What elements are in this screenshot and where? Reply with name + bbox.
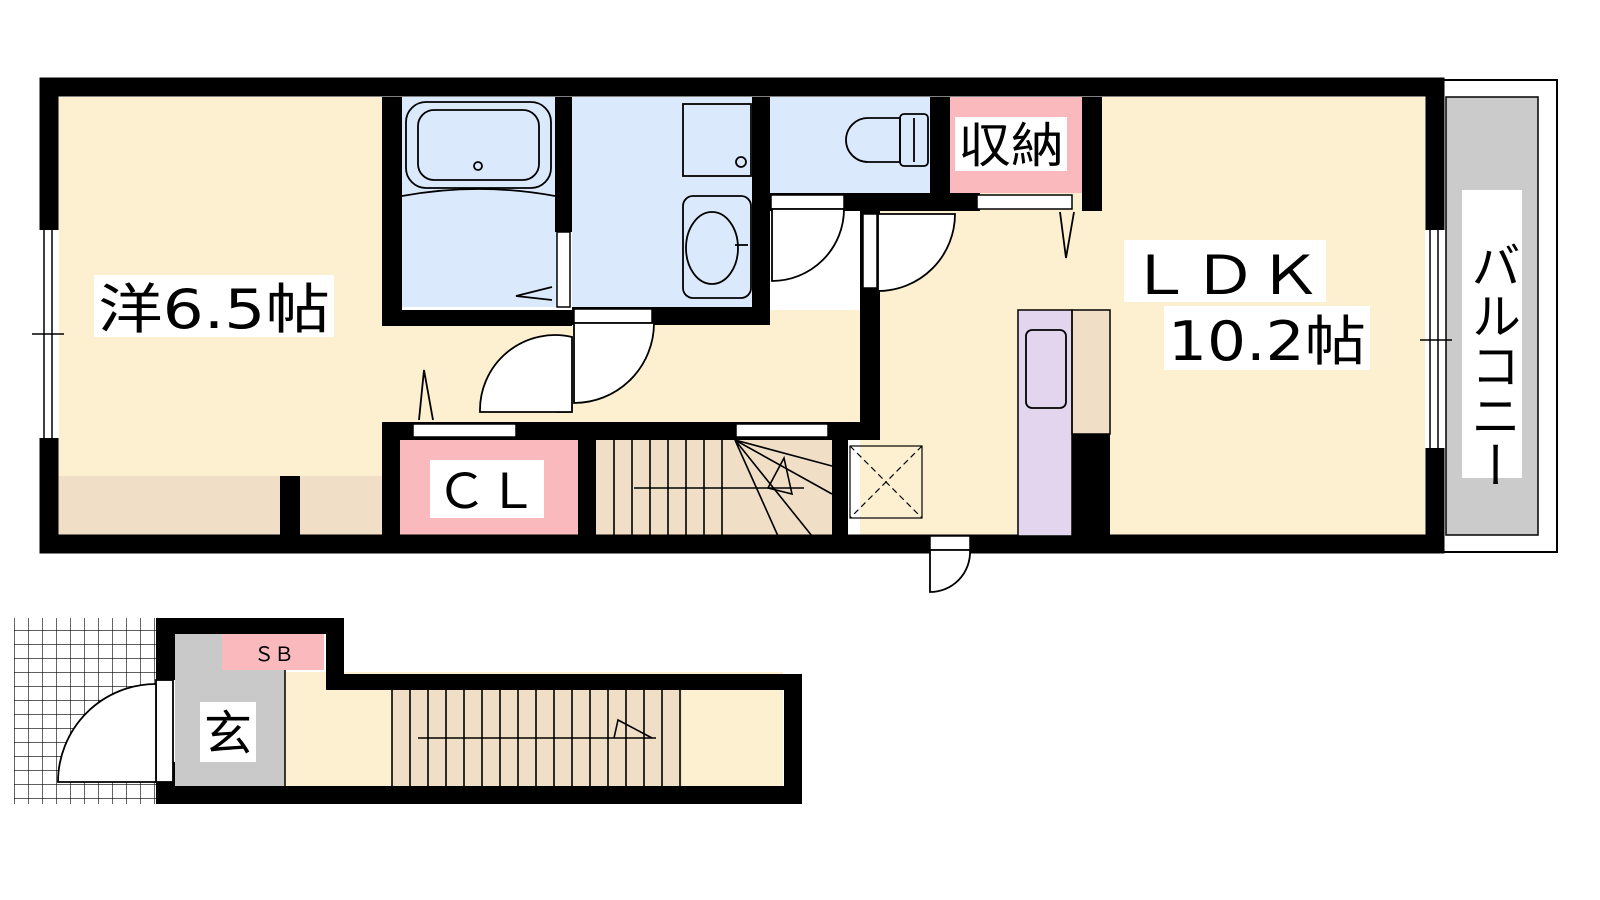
balcony-name: バルコニー [1463, 240, 1521, 490]
storage-name: 収納 [958, 118, 1064, 174]
entrance-label: 玄 [200, 702, 256, 762]
entrance-door-swing-icon [57, 679, 174, 783]
western-room-name: 洋 [98, 278, 163, 341]
western-room-size: 6.5帖 [163, 278, 330, 341]
toilet-floor [768, 97, 934, 193]
door-swing-icon [418, 208, 1075, 593]
entrance-name: 玄 [204, 706, 252, 762]
built-in-shelf-right [300, 476, 388, 536]
storage-label: 収納 [955, 117, 1067, 174]
window-west [32, 230, 64, 438]
upper-floor: 洋6.5帖 収納 ＣＬ ＬＤＫ 10.2帖 バルコニー [32, 77, 1558, 593]
lower-floor: ＳＢ 玄 [14, 618, 802, 804]
kitchen-sink-icon [1017, 309, 1111, 537]
balcony-label: バルコニー [1462, 190, 1522, 490]
ldk-size: 10.2帖 [1168, 310, 1366, 373]
shoe-box-name: ＳＢ [254, 642, 294, 666]
toilet-icon [845, 113, 929, 167]
washer-pan-icon [849, 445, 923, 519]
shoe-box: ＳＢ [222, 634, 324, 670]
kitchen-counter-wood [1072, 310, 1110, 434]
stairs-icon [613, 439, 833, 537]
washbasin-icon [682, 103, 752, 299]
built-in-shelf-left [58, 476, 280, 536]
washroom-floor [572, 97, 752, 309]
closet-label: ＣＬ [430, 460, 544, 520]
bathtub-icon [401, 101, 556, 197]
bath-floor [402, 97, 557, 307]
lower-walls [156, 618, 802, 804]
svg-text:洋6.5帖: 洋6.5帖 [98, 278, 330, 341]
window-balcony [1420, 230, 1452, 448]
lower-stairs-icon [391, 690, 681, 786]
ldk-label: ＬＤＫ 10.2帖 [1124, 240, 1370, 373]
closet-name: ＣＬ [436, 464, 538, 520]
ldk-name: ＬＤＫ [1128, 244, 1322, 307]
